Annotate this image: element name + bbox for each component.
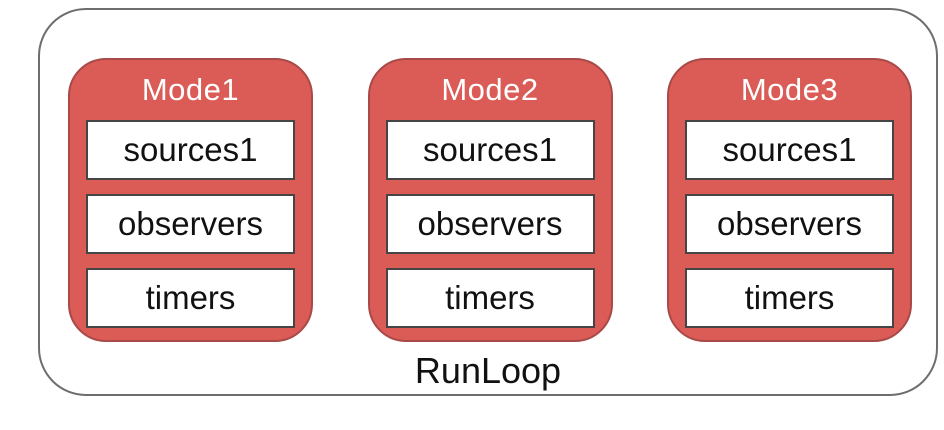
mode-items: sources1 observers timers xyxy=(70,120,311,328)
mode-item-observers: observers xyxy=(685,194,894,254)
mode-title: Mode1 xyxy=(141,72,240,107)
mode-item-timers: timers xyxy=(385,268,595,328)
mode-item-observers: observers xyxy=(86,194,295,254)
mode-items: sources1 observers timers xyxy=(669,120,910,328)
runloop-title: RunLoop xyxy=(414,350,562,391)
runloop-container: Mode1 sources1 observers timers Mode2 so… xyxy=(38,8,938,396)
mode-item-observers: observers xyxy=(385,194,595,254)
mode-title: Mode3 xyxy=(740,72,839,107)
modes-row: Mode1 sources1 observers timers Mode2 so… xyxy=(68,58,912,342)
mode-item-sources: sources1 xyxy=(685,120,894,180)
mode-title: Mode2 xyxy=(441,72,539,107)
mode-box-1: Mode1 sources1 observers timers xyxy=(68,58,313,342)
mode-item-sources: sources1 xyxy=(385,120,595,180)
mode-box-2: Mode2 sources1 observers timers xyxy=(367,58,613,342)
mode-item-sources: sources1 xyxy=(86,120,295,180)
mode-items: sources1 observers timers xyxy=(370,120,611,328)
mode-item-timers: timers xyxy=(86,268,295,328)
mode-item-timers: timers xyxy=(685,268,894,328)
mode-box-3: Mode3 sources1 observers timers xyxy=(667,58,912,342)
